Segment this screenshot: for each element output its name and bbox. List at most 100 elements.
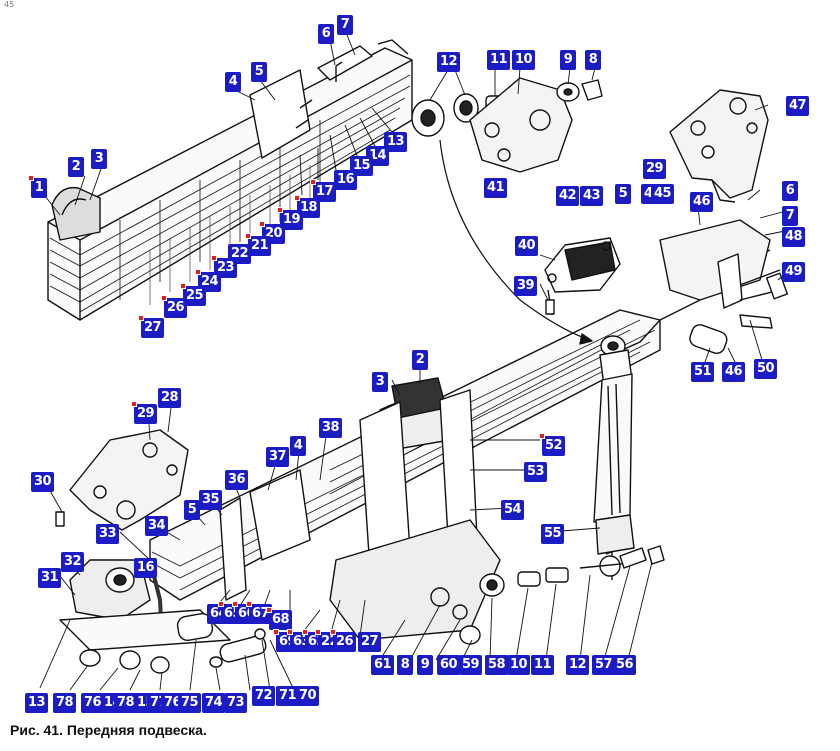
- callout-label-5: 5: [615, 184, 631, 204]
- assembly-arrow: [439, 139, 591, 341]
- callout-marker: [28, 175, 34, 181]
- callout-label-53: 53: [524, 462, 548, 482]
- callout-marker: [277, 207, 283, 213]
- callout-marker: [232, 601, 238, 607]
- callout-marker: [211, 255, 217, 261]
- callout-label-50: 50: [754, 359, 778, 379]
- callout-label-57: 57: [592, 655, 616, 675]
- callout-marker: [287, 629, 293, 635]
- callout-label-29: 29: [643, 159, 667, 179]
- callout-marker: [161, 295, 167, 301]
- callout-label-16: 16: [134, 558, 158, 578]
- callout-label-10: 10: [507, 655, 531, 675]
- callout-label-45: 45: [651, 184, 675, 204]
- callout-label-35: 35: [199, 490, 223, 510]
- callout-label-46: 46: [690, 192, 714, 212]
- callout-marker: [273, 629, 279, 635]
- callout-label-11: 11: [531, 655, 555, 675]
- callout-label-74: 74: [202, 693, 226, 713]
- callout-label-9: 9: [417, 655, 433, 675]
- callout-label-25: 25: [183, 286, 207, 306]
- callout-label-21: 21: [248, 236, 272, 256]
- top-bracket-bushings: [411, 77, 603, 173]
- callout-marker: [138, 315, 144, 321]
- main-leaf-spring: [149, 219, 789, 641]
- corner-mark: 45: [4, 0, 15, 9]
- callout-label-47: 47: [786, 96, 810, 116]
- callout-label-33: 33: [96, 524, 120, 544]
- callout-label-8: 8: [397, 655, 413, 675]
- callout-label-46: 46: [722, 362, 746, 382]
- callout-marker: [180, 283, 186, 289]
- callout-marker: [245, 233, 251, 239]
- callout-label-3: 3: [91, 149, 107, 169]
- callout-label-2: 2: [68, 157, 84, 177]
- callout-label-34: 34: [145, 516, 169, 536]
- callout-label-78: 78: [53, 693, 77, 713]
- callout-label-75: 75: [178, 693, 202, 713]
- callout-marker: [302, 629, 308, 635]
- callout-label-51: 51: [691, 362, 715, 382]
- callout-label-73: 73: [224, 693, 248, 713]
- callout-label-72: 72: [252, 686, 276, 706]
- callout-marker: [246, 601, 252, 607]
- top-right-bracket: [669, 89, 769, 203]
- callout-label-29: 29: [134, 404, 158, 424]
- callout-label-27: 27: [358, 632, 382, 652]
- callout-label-56: 56: [613, 655, 637, 675]
- callout-label-4: 4: [290, 436, 306, 456]
- callout-label-16: 16: [334, 170, 358, 190]
- callout-label-11: 11: [487, 50, 511, 70]
- callout-label-68: 68: [269, 610, 293, 630]
- callout-label-59: 59: [459, 655, 483, 675]
- callout-label-8: 8: [585, 50, 601, 70]
- callout-marker: [310, 179, 316, 185]
- lower-right-hardware: [459, 567, 569, 645]
- callout-label-58: 58: [485, 655, 509, 675]
- callout-marker: [539, 433, 545, 439]
- rubber-buffer: [544, 237, 621, 316]
- callout-marker: [266, 607, 272, 613]
- callout-label-60: 60: [437, 655, 461, 675]
- callout-label-39: 39: [514, 276, 538, 296]
- callout-label-54: 54: [501, 500, 525, 520]
- callout-label-1: 1: [31, 178, 47, 198]
- callout-label-6: 6: [318, 24, 334, 44]
- callout-label-48: 48: [782, 227, 806, 247]
- assembly-arrow-head: [579, 333, 593, 345]
- callout-label-12: 12: [566, 655, 590, 675]
- callout-label-23: 23: [214, 258, 238, 278]
- callout-marker: [259, 221, 265, 227]
- callout-label-49: 49: [782, 262, 806, 282]
- callout-label-4: 4: [225, 72, 241, 92]
- figure-caption: Рис. 41. Передняя подвеска.: [10, 722, 207, 738]
- callout-label-76: 76: [81, 693, 105, 713]
- left-front-bracket: [55, 429, 189, 531]
- callout-label-13: 13: [25, 693, 49, 713]
- callout-label-13: 13: [384, 132, 408, 152]
- callout-label-30: 30: [31, 472, 55, 492]
- callout-marker: [218, 601, 224, 607]
- callout-label-71: 71: [276, 686, 300, 706]
- callout-label-12: 12: [437, 52, 461, 72]
- callout-label-3: 3: [372, 372, 388, 392]
- callout-label-52: 52: [542, 436, 566, 456]
- callout-label-9: 9: [560, 50, 576, 70]
- callout-label-31: 31: [38, 568, 62, 588]
- callout-marker: [330, 629, 336, 635]
- callout-label-78: 78: [114, 693, 138, 713]
- callout-label-70: 70: [296, 686, 320, 706]
- leader-lines: [39, 29, 791, 691]
- callout-label-2: 2: [412, 350, 428, 370]
- callout-label-32: 32: [61, 552, 85, 572]
- callout-marker: [195, 269, 201, 275]
- shock-absorber: [579, 335, 665, 580]
- callout-label-40: 40: [515, 236, 539, 256]
- callout-label-5: 5: [251, 62, 267, 82]
- callout-label-38: 38: [319, 418, 343, 438]
- callout-label-41: 41: [484, 178, 508, 198]
- callout-marker: [131, 401, 137, 407]
- callout-label-43: 43: [580, 186, 604, 206]
- callout-label-6: 6: [782, 181, 798, 201]
